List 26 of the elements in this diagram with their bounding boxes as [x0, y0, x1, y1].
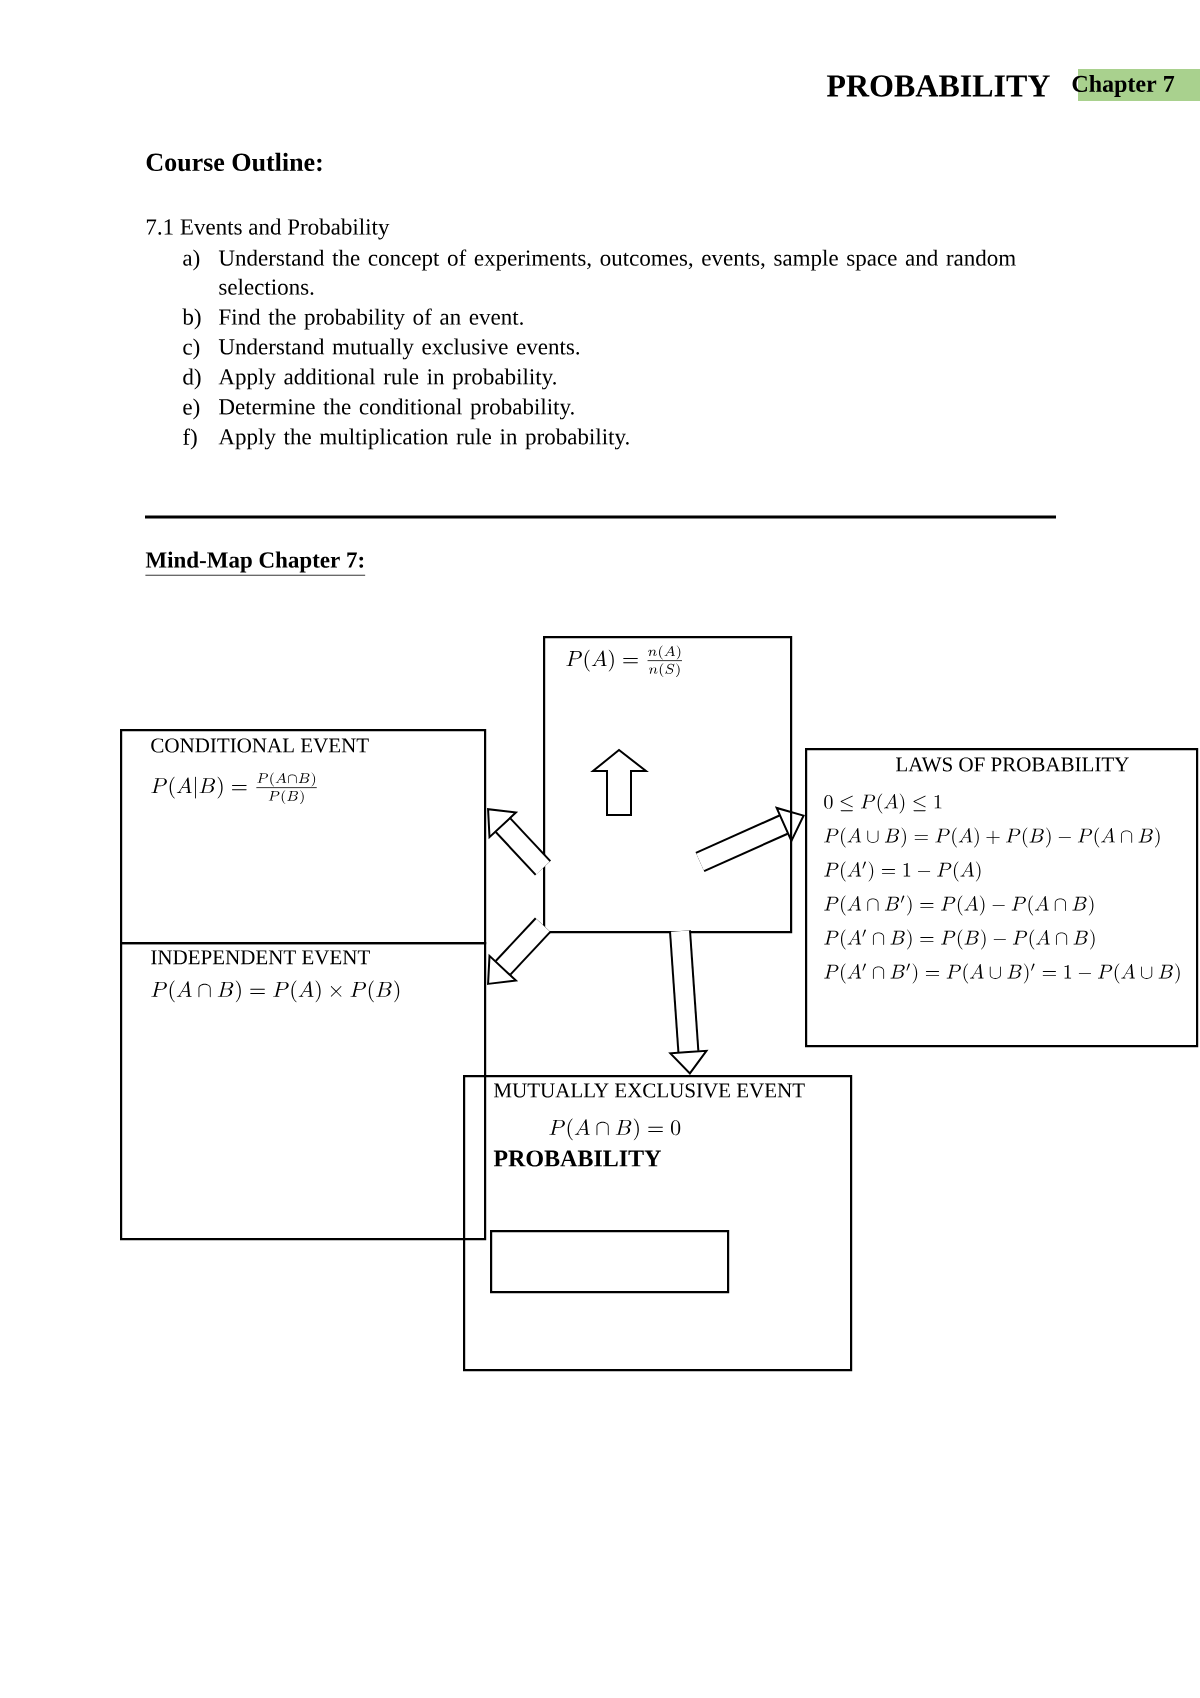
chapter-tag: Chapter 7: [1072, 69, 1200, 101]
list-marker: d): [183, 368, 201, 390]
outline-item: Apply additional rule in probability.: [218, 368, 556, 390]
outline-item: Apply the multiplication rule in probability.: [218, 428, 629, 450]
outline-heading: 7.1 Events and Probability: [146, 218, 390, 240]
concept-box: MUTUALLY EXCLUSIVE EVENT $P(A\cap B)=0$ PROBABILITY: [463, 1075, 853, 1372]
block-arrow: [487, 917, 552, 985]
outline-item: Understand the concept of experiments, outcomes, events, sample space and random selections.: [218, 249, 1016, 295]
section-heading: Mind-Map Chapter 7:: [145, 551, 366, 576]
outline-item: Understand mutually exclusive events.: [218, 338, 580, 360]
list-marker: b): [182, 308, 201, 330]
formula-box: $P(A)=\frac{n(A)}{n(S)}$: [543, 636, 793, 934]
block-arrow: [487, 808, 552, 876]
concept-box: LAWS OF PROBABILITY $0\le P(A)\le 1$ $P(A\cup B)=P(A)+P(B)-P(A\cap B)$ $P(A')=1-P(A)$ $P(A\cap B')=P(A)-P(A\cap B)$ $P(A'\cap B)=P(B)-P(A\cap B)$ $P(A'\cap B')=P(A\cup B)'=1-P(A\cup B)$: [805, 748, 1199, 1048]
concept-box: CONDITIONAL EVENT $P(A|B)=\frac{P(A\cap B)}{P(B)}$: [120, 729, 487, 945]
list-marker: e): [183, 398, 200, 420]
block-arrow: [695, 806, 805, 873]
empty-box: [490, 1230, 730, 1294]
outline-item: Find the probability of an event.: [219, 308, 523, 330]
list-marker: a): [183, 249, 200, 271]
list-marker: f): [183, 428, 197, 450]
outline-item: Determine the conditional probability.: [219, 398, 574, 420]
concept-box: INDEPENDENT EVENT $P(A\cap B)=P(A)\times P(B)$: [120, 942, 487, 1241]
list-marker: c): [183, 338, 200, 360]
page-title: PROBABILITY: [826, 75, 1050, 97]
section-heading: Course Outline:: [146, 152, 322, 172]
